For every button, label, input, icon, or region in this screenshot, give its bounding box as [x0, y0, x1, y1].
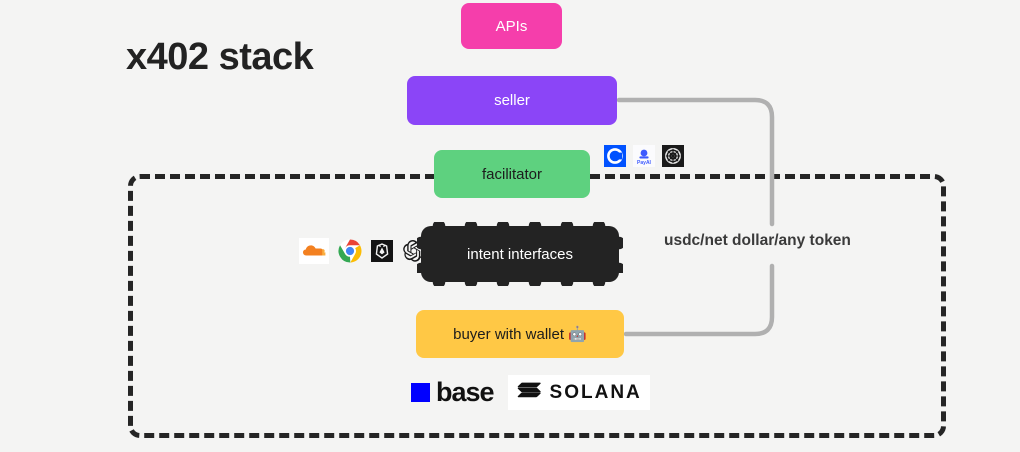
base-logo-text: base — [436, 377, 495, 407]
solana-mark-icon — [516, 379, 542, 406]
node-buyer-label: buyer with wallet 🤖 — [453, 326, 587, 343]
base-square-icon — [411, 383, 430, 402]
brave-logo — [371, 240, 393, 267]
solana-logo-text: SOLANA — [549, 382, 642, 403]
chrome-logo — [338, 239, 362, 268]
node-apis[interactable]: APIs — [461, 3, 562, 49]
base-logo: base — [411, 377, 495, 407]
svg-text:PayAI: PayAI — [637, 160, 652, 166]
solana-logo: SOLANA — [507, 375, 650, 410]
node-seller[interactable]: seller — [407, 76, 617, 125]
node-apis-label: APIs — [495, 17, 528, 35]
page-title: x402 stack — [126, 36, 314, 78]
node-facilitator-label: facilitator — [481, 165, 543, 183]
cloudflare-logo — [299, 238, 329, 269]
chain-logo-row: base SOLANA — [411, 375, 650, 410]
intent-logo-row — [299, 238, 426, 269]
thirdweb-logo — [662, 145, 684, 172]
facilitator-logo-row: PayAI — [604, 145, 684, 172]
connector-label: usdc/net dollar/any token — [664, 232, 851, 249]
node-intent-label: intent interfaces — [467, 245, 573, 263]
node-facilitator[interactable]: facilitator — [434, 150, 590, 198]
payai-logo: PayAI — [633, 145, 655, 172]
chip-notch-right — [615, 235, 623, 273]
coinbase-logo — [604, 145, 626, 172]
node-intent-interfaces[interactable]: intent interfaces — [417, 222, 623, 286]
node-seller-label: seller — [494, 92, 530, 109]
node-buyer[interactable]: buyer with wallet 🤖 — [416, 310, 624, 358]
chip-notch-left — [417, 235, 425, 273]
